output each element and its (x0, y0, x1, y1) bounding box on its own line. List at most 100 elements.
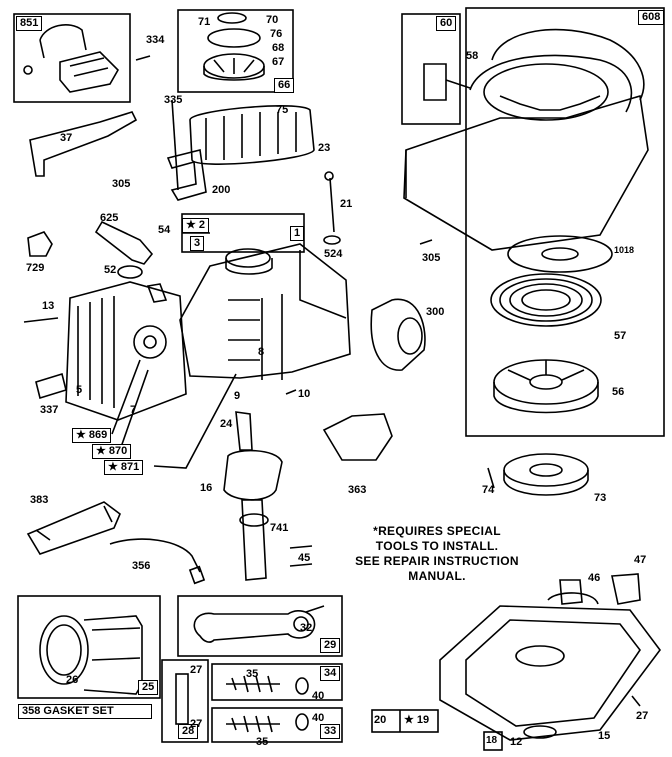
part-5: 5 (76, 384, 83, 396)
part-383: 383 (30, 494, 49, 506)
part-200: 200 (212, 184, 231, 196)
spark-plug (35, 372, 67, 400)
part-27-bottom: 27 (190, 718, 203, 730)
kit-label-25: 25 (138, 680, 159, 695)
part-45: 45 (298, 552, 311, 564)
part-27-right: 27 (636, 710, 649, 722)
part-70: 70 (266, 14, 279, 26)
special-tools-note: *REQUIRES SPECIAL TOOLS TO INSTALL. SEE … (332, 524, 542, 584)
starter-pulley (493, 359, 599, 414)
kit-label-20: 20 (374, 714, 387, 727)
part-54: 54 (158, 224, 171, 236)
part-37: 37 (60, 132, 73, 144)
kit-label-29: 29 (320, 638, 341, 653)
part-35-bottom: 35 (256, 736, 269, 748)
screw-32 (305, 605, 325, 613)
kit-label-33: 33 (320, 724, 341, 739)
starter-washer (507, 235, 613, 273)
part-52: 52 (104, 264, 117, 276)
bracket (166, 149, 207, 201)
kit-60-box (401, 13, 461, 125)
part-625: 625 (100, 212, 119, 224)
kit-label-358: 358 GASKET SET (18, 704, 152, 719)
air-vane-lever (29, 111, 138, 177)
part-75: 75 (276, 104, 289, 116)
kit-18-box (483, 731, 503, 751)
seal-52 (117, 265, 143, 279)
part-16: 16 (200, 482, 213, 494)
kit-label-2: ★ 2 (182, 218, 210, 233)
connecting-rod (193, 610, 316, 643)
kit-label-851: 851 (16, 16, 43, 31)
part-23: 23 (318, 142, 331, 154)
crankshaft (223, 411, 283, 581)
kit-34-box (211, 663, 343, 701)
part-356: 356 (132, 560, 151, 572)
cylinder-head (65, 281, 187, 421)
part-741: 741 (270, 522, 289, 534)
bolt-13 (23, 317, 59, 323)
piston-rings-and-piston (39, 615, 143, 695)
kit-66-box (177, 9, 294, 93)
part-56: 56 (612, 386, 625, 398)
kit-label-60: 60 (436, 16, 457, 31)
part-76: 76 (270, 28, 283, 40)
part-57: 57 (614, 330, 627, 342)
part-337: 337 (40, 404, 59, 416)
muffler (26, 501, 121, 555)
note-line-2: TOOLS TO INSTALL. (375, 539, 499, 553)
part-21: 21 (340, 198, 353, 210)
part-1018: 1018 (614, 245, 635, 255)
ground-wire (109, 538, 201, 573)
governor-crank (322, 413, 393, 461)
note-line-4: MANUAL. (408, 569, 466, 583)
ignition-armature (23, 24, 119, 93)
kit-label-18: 18 (486, 734, 498, 747)
rewind-spring (490, 273, 602, 327)
part-40-top: 40 (312, 690, 325, 702)
part-67: 67 (272, 56, 285, 68)
starter-clutch (203, 12, 265, 81)
part-46: 46 (588, 572, 601, 584)
part-73: 73 (594, 492, 607, 504)
screw-10 (285, 389, 297, 395)
part-363: 363 (348, 484, 367, 496)
head-gasket (146, 283, 168, 303)
kit-label-608: 608 (638, 10, 665, 25)
bracket-47 (611, 573, 641, 605)
part-305-right: 305 (422, 252, 441, 264)
kit-851-box (13, 13, 131, 103)
part-74: 74 (482, 484, 495, 496)
part-35-top: 35 (246, 668, 259, 680)
part-32: 32 (300, 622, 313, 634)
note-line-1: *REQUIRES SPECIAL (373, 524, 501, 538)
part-40-bottom: 40 (312, 712, 325, 724)
breather-tube (94, 220, 154, 265)
part-13: 13 (42, 300, 55, 312)
kit-28-box (161, 659, 209, 743)
part-71: 71 (198, 16, 211, 28)
part-335: 335 (164, 94, 183, 106)
part-334: 334 (146, 34, 165, 46)
valve-spring-bottom (226, 715, 280, 733)
part-9: 9 (234, 390, 241, 402)
kit-label-1: 1 (290, 226, 305, 241)
engine-sump (439, 579, 661, 741)
kit-label-28: 28 (178, 724, 199, 739)
kit-20-19-box (371, 709, 439, 733)
part-27-top: 27 (190, 664, 203, 676)
screw-334 (135, 55, 151, 61)
kit-29-box (177, 595, 343, 657)
rewind-starter-housing (403, 28, 649, 251)
kit-label-66: 66 (274, 78, 295, 93)
part-10: 10 (298, 388, 311, 400)
valve-spring-top (226, 675, 280, 693)
kit-label-869: ★ 869 (72, 428, 112, 443)
cylinder-head-shroud (171, 99, 315, 191)
part-68: 68 (272, 42, 285, 54)
screws-45 (289, 545, 313, 567)
kit-33-box (211, 707, 343, 743)
part-300: 300 (426, 306, 445, 318)
